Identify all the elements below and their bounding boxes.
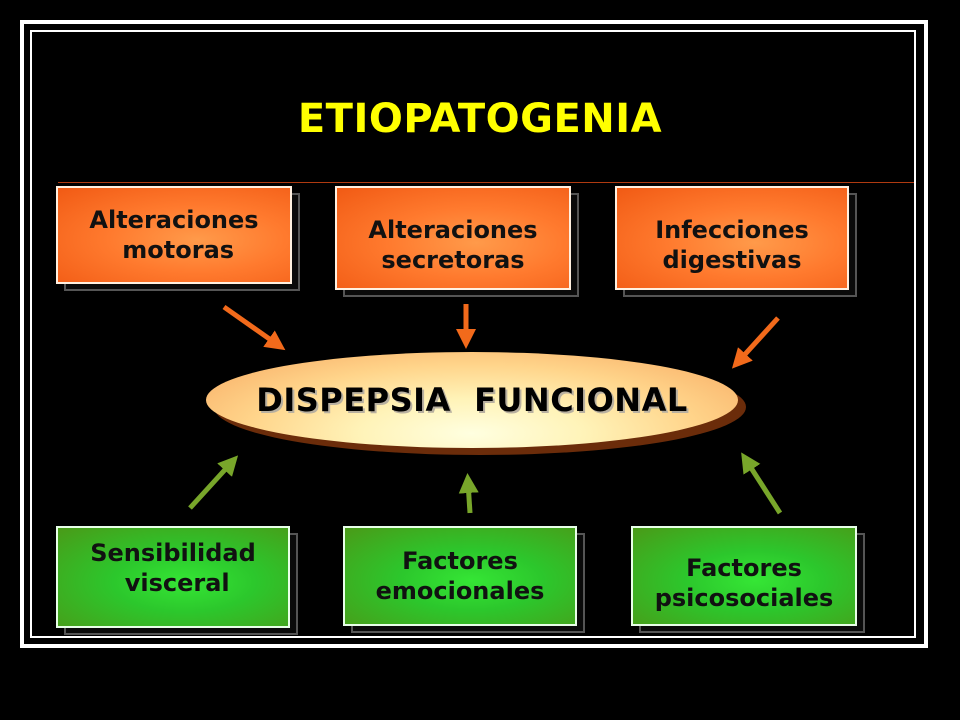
cause-box-infecciones: Infecciones digestivas	[615, 186, 849, 290]
center-ellipse: DISPEPSIA FUNCIONAL	[206, 352, 738, 448]
factor-box-emocionales: Factores emocionales	[343, 526, 577, 626]
arrow-emocionales	[458, 473, 479, 514]
arrow-sensibilidad	[188, 455, 239, 510]
cause-label: Infecciones digestivas	[655, 216, 809, 274]
arrow-psicosociales	[741, 452, 783, 515]
cause-label: Alteraciones secretoras	[368, 216, 538, 274]
factor-box-psicosociales: Factores psicosociales	[631, 526, 857, 626]
slide-title: ETIOPATOGENIA	[297, 96, 663, 142]
cause-label: Alteraciones motoras	[89, 206, 259, 264]
slide-frame-inner	[30, 30, 916, 638]
factor-label: Factores psicosociales	[654, 554, 834, 612]
center-label: DISPEPSIA FUNCIONAL	[256, 381, 688, 419]
factor-label: Factores emocionales	[375, 547, 545, 605]
cause-box-motoras: Alteraciones motoras	[56, 186, 292, 284]
factor-box-sensibilidad: Sensibilidad visceral	[56, 526, 290, 628]
cause-box-secretoras: Alteraciones secretoras	[335, 186, 571, 290]
factor-label: Sensibilidad visceral	[90, 539, 256, 597]
slide-frame-outer	[20, 20, 928, 648]
arrow-infecciones	[731, 316, 780, 369]
title-divider	[58, 182, 914, 183]
arrow-motoras	[222, 304, 286, 351]
